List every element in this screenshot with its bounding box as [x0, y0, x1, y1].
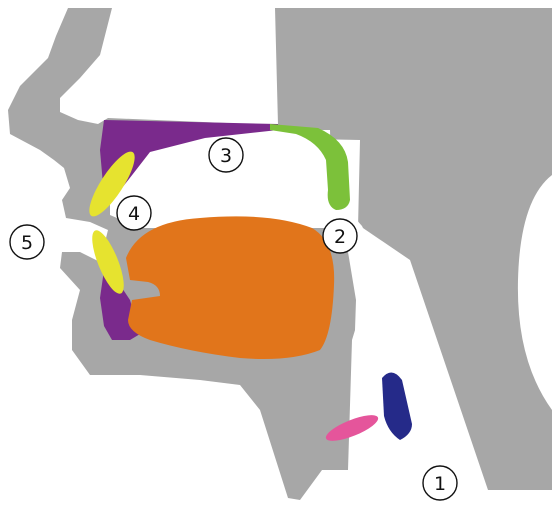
marker-2-label: 2	[334, 226, 346, 248]
marker-3: 3	[209, 138, 243, 172]
marker-4: 4	[117, 196, 151, 230]
marker-3-label: 3	[220, 145, 232, 167]
marker-1: 1	[423, 466, 457, 500]
marker-2: 2	[323, 219, 357, 253]
marker-4-label: 4	[128, 203, 140, 225]
marker-5-label: 5	[21, 232, 33, 254]
marker-1-label: 1	[434, 473, 446, 495]
marker-5: 5	[10, 225, 44, 259]
oral-cavity-back	[180, 130, 332, 222]
